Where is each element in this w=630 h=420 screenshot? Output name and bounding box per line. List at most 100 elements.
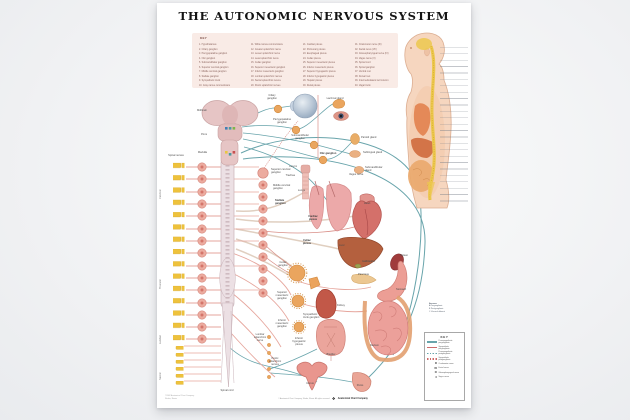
stomach-art [377,260,408,302]
footer-left-note: ©2002 Anatomical Chart Company Skokie, I… [165,395,195,400]
footer-credit: © Anatomical Chart Company, Skokie, Illi… [253,396,393,401]
key-row-label: Vagus nerve [438,376,449,379]
label-medulla: Medulla [197,151,207,154]
label-region-cervical: Cervical [159,189,162,199]
sample-line-red-dashed [427,358,437,360]
label-middle-cervical-ganglion: Middle cervical ganglion [273,184,291,191]
page-title: THE AUTONOMIC NERVOUS SYSTEM [178,9,450,23]
key-top-column-4: 31. Oculomotor nerve (III)32. Facial ner… [355,44,389,87]
sample-line-red-solid [427,347,437,349]
label-vagus-nerve: Vagus nerve [349,173,364,176]
key-row-label: Oculomotor nerve [438,362,454,365]
label-superior-cervical-ganglion: Superior cervical ganglion [271,168,291,175]
key-row-parasymp-post: Parasympathetic postganglionic [427,351,462,355]
label-submandibular-ganglion: Submandibular ganglion [291,134,309,141]
label-superior-mesenteric-ganglion: Superior mesenteric ganglion [275,291,289,301]
label-lumbar-splanchnic: Lumbar splanchnic nerve [253,333,267,343]
label-pons: Pons [201,133,207,136]
body-figure-leader-lines [440,47,468,203]
label-heart: Heart [364,202,371,205]
key-row-parasymp-pre: Parasympathetic preganglionic [427,340,462,344]
label-ciliary-ganglion: Ciliary ganglion [267,94,277,101]
label-sublingual-gland: Sublingual gland [363,151,383,154]
label-sympathetic-trunk: Sympathetic trunk ganglion [303,313,320,320]
spinal-cord-art [219,156,236,388]
key-row-symp-pre: Sympathetic preganglionic [427,346,462,350]
mini-key-title: Arrows: [429,303,438,305]
penis-art [352,372,372,392]
key-row-symbol: X [435,375,437,379]
bladder-art [316,318,346,361]
key-row-label: Facial nerve [438,367,449,370]
label-cardiac-plexus: Cardiac plexus [308,215,318,222]
label-uterus: Uterus [306,382,314,385]
eye-art [290,93,349,121]
label-spleen: Spleen [400,254,409,257]
label-region-lumbar: Lumbar [159,335,162,344]
sample-line-teal-dashed [427,352,437,354]
key-row-label: Parasympathetic postganglionic [438,351,453,356]
label-pelvic-splanchnic: Pelvic splanchnic nerves [268,357,282,367]
label-penis: Penis [356,384,364,387]
key-row-label: Glossopharyngeal nerve [438,371,460,374]
label-rectum: Rectum [370,344,379,347]
label-region-thoracic: Thoracic [159,279,162,289]
key-row-symp-post: Sympathetic postganglionic [427,357,462,361]
intestines-art [362,295,413,362]
label-submandibular-gland: Submandibular gland [365,166,383,173]
key-top-title: KEY [200,36,208,40]
key-row-symbol: IX [434,371,437,375]
lungs-art [308,180,352,232]
label-pterygopalatine-ganglion: Pterygopalatine ganglion [272,118,292,125]
key-row-label: Sympathetic preganglionic [438,345,450,350]
label-inferior-mesenteric-ganglion: Inferior mesenteric ganglion [275,319,289,329]
sympathetic-trunk-blocks [173,162,185,345]
uterus-art [296,361,328,391]
label-region-sacral: Sacral [159,372,162,380]
label-gallbladder: Gallbladder [362,260,376,263]
prevertebral-ganglia-art [286,262,308,334]
publisher-brand: Anatomical Chart Company [337,398,368,401]
publisher-logo-icon: ❖ [331,396,336,401]
label-stellate-ganglion: Stellate ganglion [275,199,286,206]
label-spinal-nerves: Spinal nerves [168,154,184,157]
label-lacrimal-gland: Lacrimal gland [326,97,344,100]
label-bladder: Bladder [326,353,336,356]
pelvic-chain-dots [267,335,271,379]
label-trachea: Trachea [285,174,295,177]
heart-art [352,193,382,240]
key-row-label: Parasympathetic preganglionic [438,339,453,345]
label-spinal-cord: Spinal cord [220,389,234,392]
poster: THE AUTONOMIC NERVOUS SYSTEM KEY 1. Hypo… [157,3,471,408]
label-pancreas: Pancreas [358,273,369,276]
label-lungs: Lungs [297,189,305,192]
sympathetic-chain-ganglia [197,162,271,379]
key-row-symbol: III [435,362,437,366]
label-midbrain: Midbrain [197,109,207,112]
key-box-bottom: KEY Parasympathetic preganglionic Sympat… [424,332,465,401]
label-stomach: Stomach [396,288,407,291]
key-bottom-title: KEY [440,334,449,339]
label-parotid-gland: Parotid gland [361,136,377,139]
autonomic-pathways-art [173,93,426,392]
body-figure-sagittal [404,32,452,209]
label-kidney: Kidney [337,304,345,307]
label-liver: Liver [339,244,345,247]
footer-credit-line: © Anatomical Chart Company, Skokie, Illi… [278,398,330,401]
label-hypogastric-plexus: Inferior hypogastric plexus [292,337,306,347]
label-celiac-ganglion: Celiac ganglion [278,261,288,268]
pancreas-art [351,273,377,285]
trachea-art [300,164,311,200]
label-celiac-plexus: Celiac plexus [302,239,312,246]
brainstem-art [201,100,259,166]
sympathetic-trunk-sacral-blocks [175,344,184,386]
liver-art [337,237,384,269]
